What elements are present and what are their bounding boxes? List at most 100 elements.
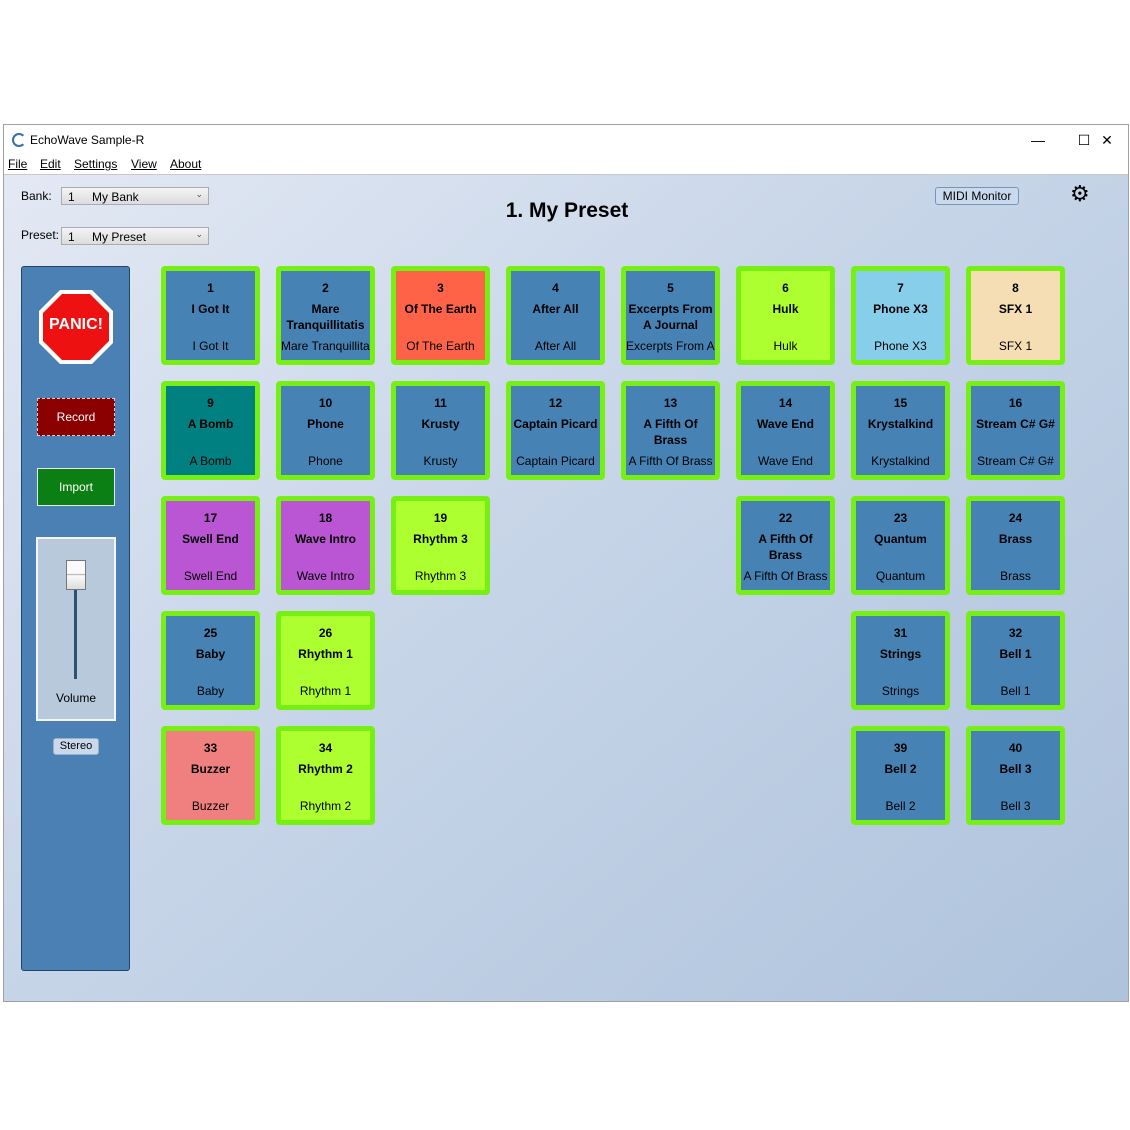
pad-title: Phone bbox=[307, 417, 344, 431]
main-area: Bank: 1 My Bank ⌄ Preset: 1 My Preset ⌄ … bbox=[4, 175, 1128, 1001]
pad-file: Of The Earth bbox=[406, 339, 475, 353]
volume-track[interactable] bbox=[74, 561, 77, 679]
pad-number: 34 bbox=[318, 741, 333, 755]
pad-3[interactable]: 3 Of The Earth Of The Earth bbox=[391, 266, 490, 365]
pad-file: A Bomb bbox=[189, 454, 232, 468]
pad-number: 4 bbox=[552, 281, 559, 295]
pad-title: SFX 1 bbox=[998, 302, 1033, 316]
pad-number: 39 bbox=[893, 741, 908, 755]
pad-title: After All bbox=[532, 302, 579, 316]
import-button[interactable]: Import bbox=[37, 468, 115, 506]
window-title: EchoWave Sample-R bbox=[30, 133, 145, 147]
pad-file: Captain Picard bbox=[516, 454, 595, 468]
pad-number: 13 bbox=[663, 396, 678, 410]
pad-file: Swell End bbox=[183, 569, 238, 583]
menu-settings[interactable]: Settings bbox=[74, 157, 118, 171]
pad-number: 2 bbox=[322, 281, 329, 295]
panic-label: PANIC! bbox=[49, 316, 103, 333]
pad-title: Phone X3 bbox=[873, 302, 928, 316]
close-button[interactable]: ✕ bbox=[1101, 132, 1113, 148]
app-icon bbox=[12, 133, 26, 147]
preset-select[interactable]: 1 My Preset ⌄ bbox=[61, 227, 209, 245]
pad-title: Bell 3 bbox=[999, 762, 1032, 776]
minimize-button[interactable]: — bbox=[1031, 132, 1045, 148]
pad-title: Mare Tranquillitatis bbox=[286, 302, 365, 332]
pad-number: 18 bbox=[318, 511, 333, 525]
midi-monitor-button[interactable]: MIDI Monitor bbox=[935, 187, 1019, 205]
pad-number: 33 bbox=[203, 741, 218, 755]
pad-file: A Fifth Of Brass bbox=[628, 454, 713, 468]
pad-file: Krusty bbox=[423, 454, 458, 468]
gear-icon[interactable]: ⚙ bbox=[1070, 181, 1090, 206]
pad-number: 1 bbox=[207, 281, 214, 295]
pad-file: Wave Intro bbox=[296, 569, 355, 583]
pad-file: Quantum bbox=[875, 569, 926, 583]
pad-file: SFX 1 bbox=[998, 339, 1033, 353]
pad-number: 24 bbox=[1008, 511, 1023, 525]
preset-label: Preset: bbox=[21, 228, 60, 242]
pad-title: Quantum bbox=[874, 532, 927, 546]
maximize-button[interactable]: ☐ bbox=[1077, 132, 1091, 148]
menu-file[interactable]: File bbox=[8, 157, 28, 171]
chevron-down-icon: ⌄ bbox=[195, 229, 203, 239]
pad-file: Rhythm 3 bbox=[414, 569, 467, 583]
volume-slider-thumb[interactable] bbox=[66, 559, 86, 590]
menu-edit[interactable]: Edit bbox=[40, 157, 61, 171]
pad-number: 3 bbox=[437, 281, 444, 295]
record-button[interactable]: Record bbox=[37, 398, 115, 436]
chevron-down-icon: ⌄ bbox=[195, 189, 203, 199]
pad-title: Wave Intro bbox=[295, 532, 356, 546]
stereo-button[interactable]: Stereo bbox=[53, 738, 99, 755]
pad-title: Stream C# G# bbox=[976, 417, 1055, 431]
pad-number: 22 bbox=[778, 511, 793, 525]
bank-select[interactable]: 1 My Bank ⌄ bbox=[61, 187, 209, 205]
pad-file: Phone bbox=[308, 454, 343, 468]
pad-number: 32 bbox=[1008, 626, 1023, 640]
pad-title: Bell 2 bbox=[884, 762, 917, 776]
pad-number: 40 bbox=[1008, 741, 1023, 755]
pad-number: 19 bbox=[433, 511, 448, 525]
preset-title: 1. My Preset bbox=[505, 199, 629, 222]
pad-number: 16 bbox=[1008, 396, 1023, 410]
pad-title: Rhythm 3 bbox=[413, 532, 468, 546]
pad-number: 25 bbox=[203, 626, 218, 640]
pad-number: 12 bbox=[548, 396, 563, 410]
menu-about[interactable]: About bbox=[170, 157, 202, 171]
pad-number: 26 bbox=[318, 626, 333, 640]
panic-button[interactable] bbox=[38, 289, 114, 365]
preset-number: 1 bbox=[68, 230, 75, 244]
pad-title: Of The Earth bbox=[404, 302, 477, 316]
pad-title: Baby bbox=[195, 647, 226, 661]
pad-file: Wave End bbox=[758, 454, 813, 468]
menu-view[interactable]: View bbox=[131, 157, 157, 171]
